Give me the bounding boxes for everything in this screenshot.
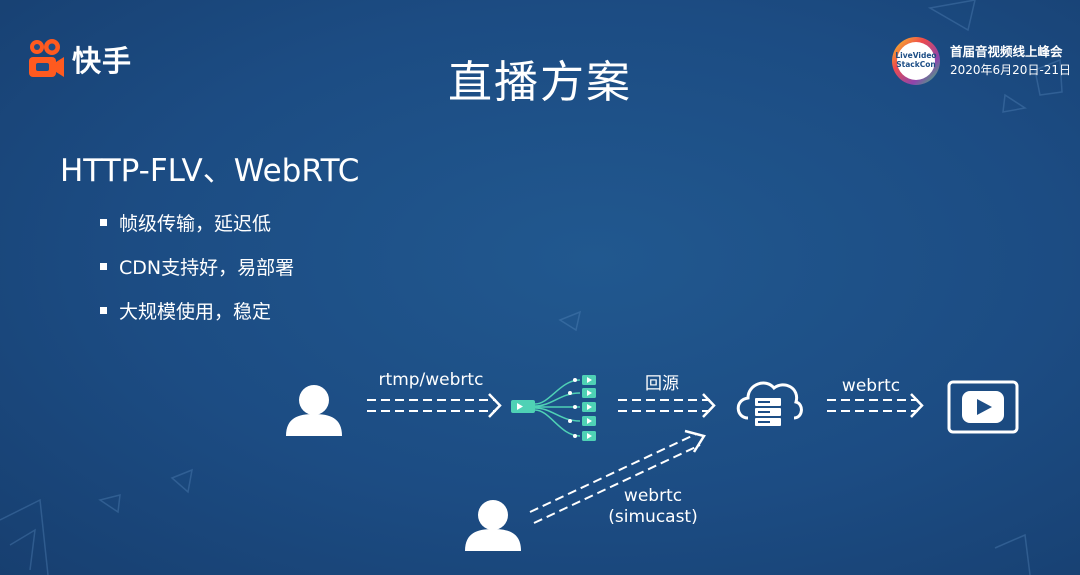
origin-pull-arrowhead-icon bbox=[702, 393, 716, 418]
ingest-arrowhead-icon bbox=[488, 393, 502, 418]
origin-pull-label: 回源 bbox=[645, 374, 679, 394]
simucast-label-line-1: webrtc bbox=[623, 486, 683, 506]
stream-splitter-icon bbox=[511, 375, 596, 441]
ingest-arrow bbox=[367, 399, 496, 412]
publisher-user-icon bbox=[286, 385, 342, 436]
bullet-marker bbox=[100, 306, 107, 314]
ingest-label: rtmp/webrtc bbox=[378, 370, 484, 390]
event-badge-block: LiveVideo StackCon 首届音视频线上峰会 2020年6月20日-… bbox=[891, 36, 1071, 86]
badge-line-2: StackCon bbox=[896, 60, 935, 69]
bullet-marker bbox=[100, 262, 107, 270]
bullet-text: 大规模使用，稳定 bbox=[119, 300, 272, 323]
livevideo-stackcon-badge-icon: LiveVideo StackCon bbox=[892, 37, 940, 85]
simucast-arrowhead-icon bbox=[684, 429, 706, 453]
playback-arrowhead-icon bbox=[910, 393, 924, 418]
simucast-label-line-2: (simucast) bbox=[608, 507, 698, 527]
event-title: 首届音视频线上峰会 bbox=[950, 44, 1063, 59]
playback-label: webrtc bbox=[841, 376, 901, 396]
kuaishou-logo-icon bbox=[29, 39, 64, 77]
bullet-marker bbox=[100, 218, 107, 226]
bullet-text: 帧级传输，延迟低 bbox=[119, 212, 272, 235]
bullet-list: 帧级传输，延迟低 CDN支持好，易部署 大规模使用，稳定 bbox=[100, 200, 294, 332]
slide-title: 直播方案 bbox=[448, 57, 632, 108]
playback-arrow bbox=[827, 399, 918, 412]
badge-line-1: LiveVideo bbox=[895, 51, 936, 60]
bullet-item: 帧级传输，延迟低 bbox=[100, 200, 294, 244]
simucast-arrow bbox=[529, 433, 701, 524]
logo-text: 快手 bbox=[72, 44, 133, 78]
video-player-icon bbox=[947, 380, 1019, 434]
bullet-text: CDN支持好，易部署 bbox=[119, 256, 295, 279]
simucast-label: webrtc (simucast) bbox=[598, 486, 708, 528]
event-date: 2020年6月20日-21日 bbox=[950, 63, 1072, 77]
bullet-item: CDN支持好，易部署 bbox=[100, 244, 294, 288]
origin-pull-arrow bbox=[618, 399, 710, 412]
section-heading: HTTP-FLV、WebRTC bbox=[60, 153, 360, 189]
simucast-user-icon bbox=[465, 500, 521, 551]
cloud-server-icon bbox=[736, 381, 803, 426]
bullet-item: 大规模使用，稳定 bbox=[100, 288, 294, 332]
kuaishou-logo: 快手 bbox=[26, 38, 132, 80]
